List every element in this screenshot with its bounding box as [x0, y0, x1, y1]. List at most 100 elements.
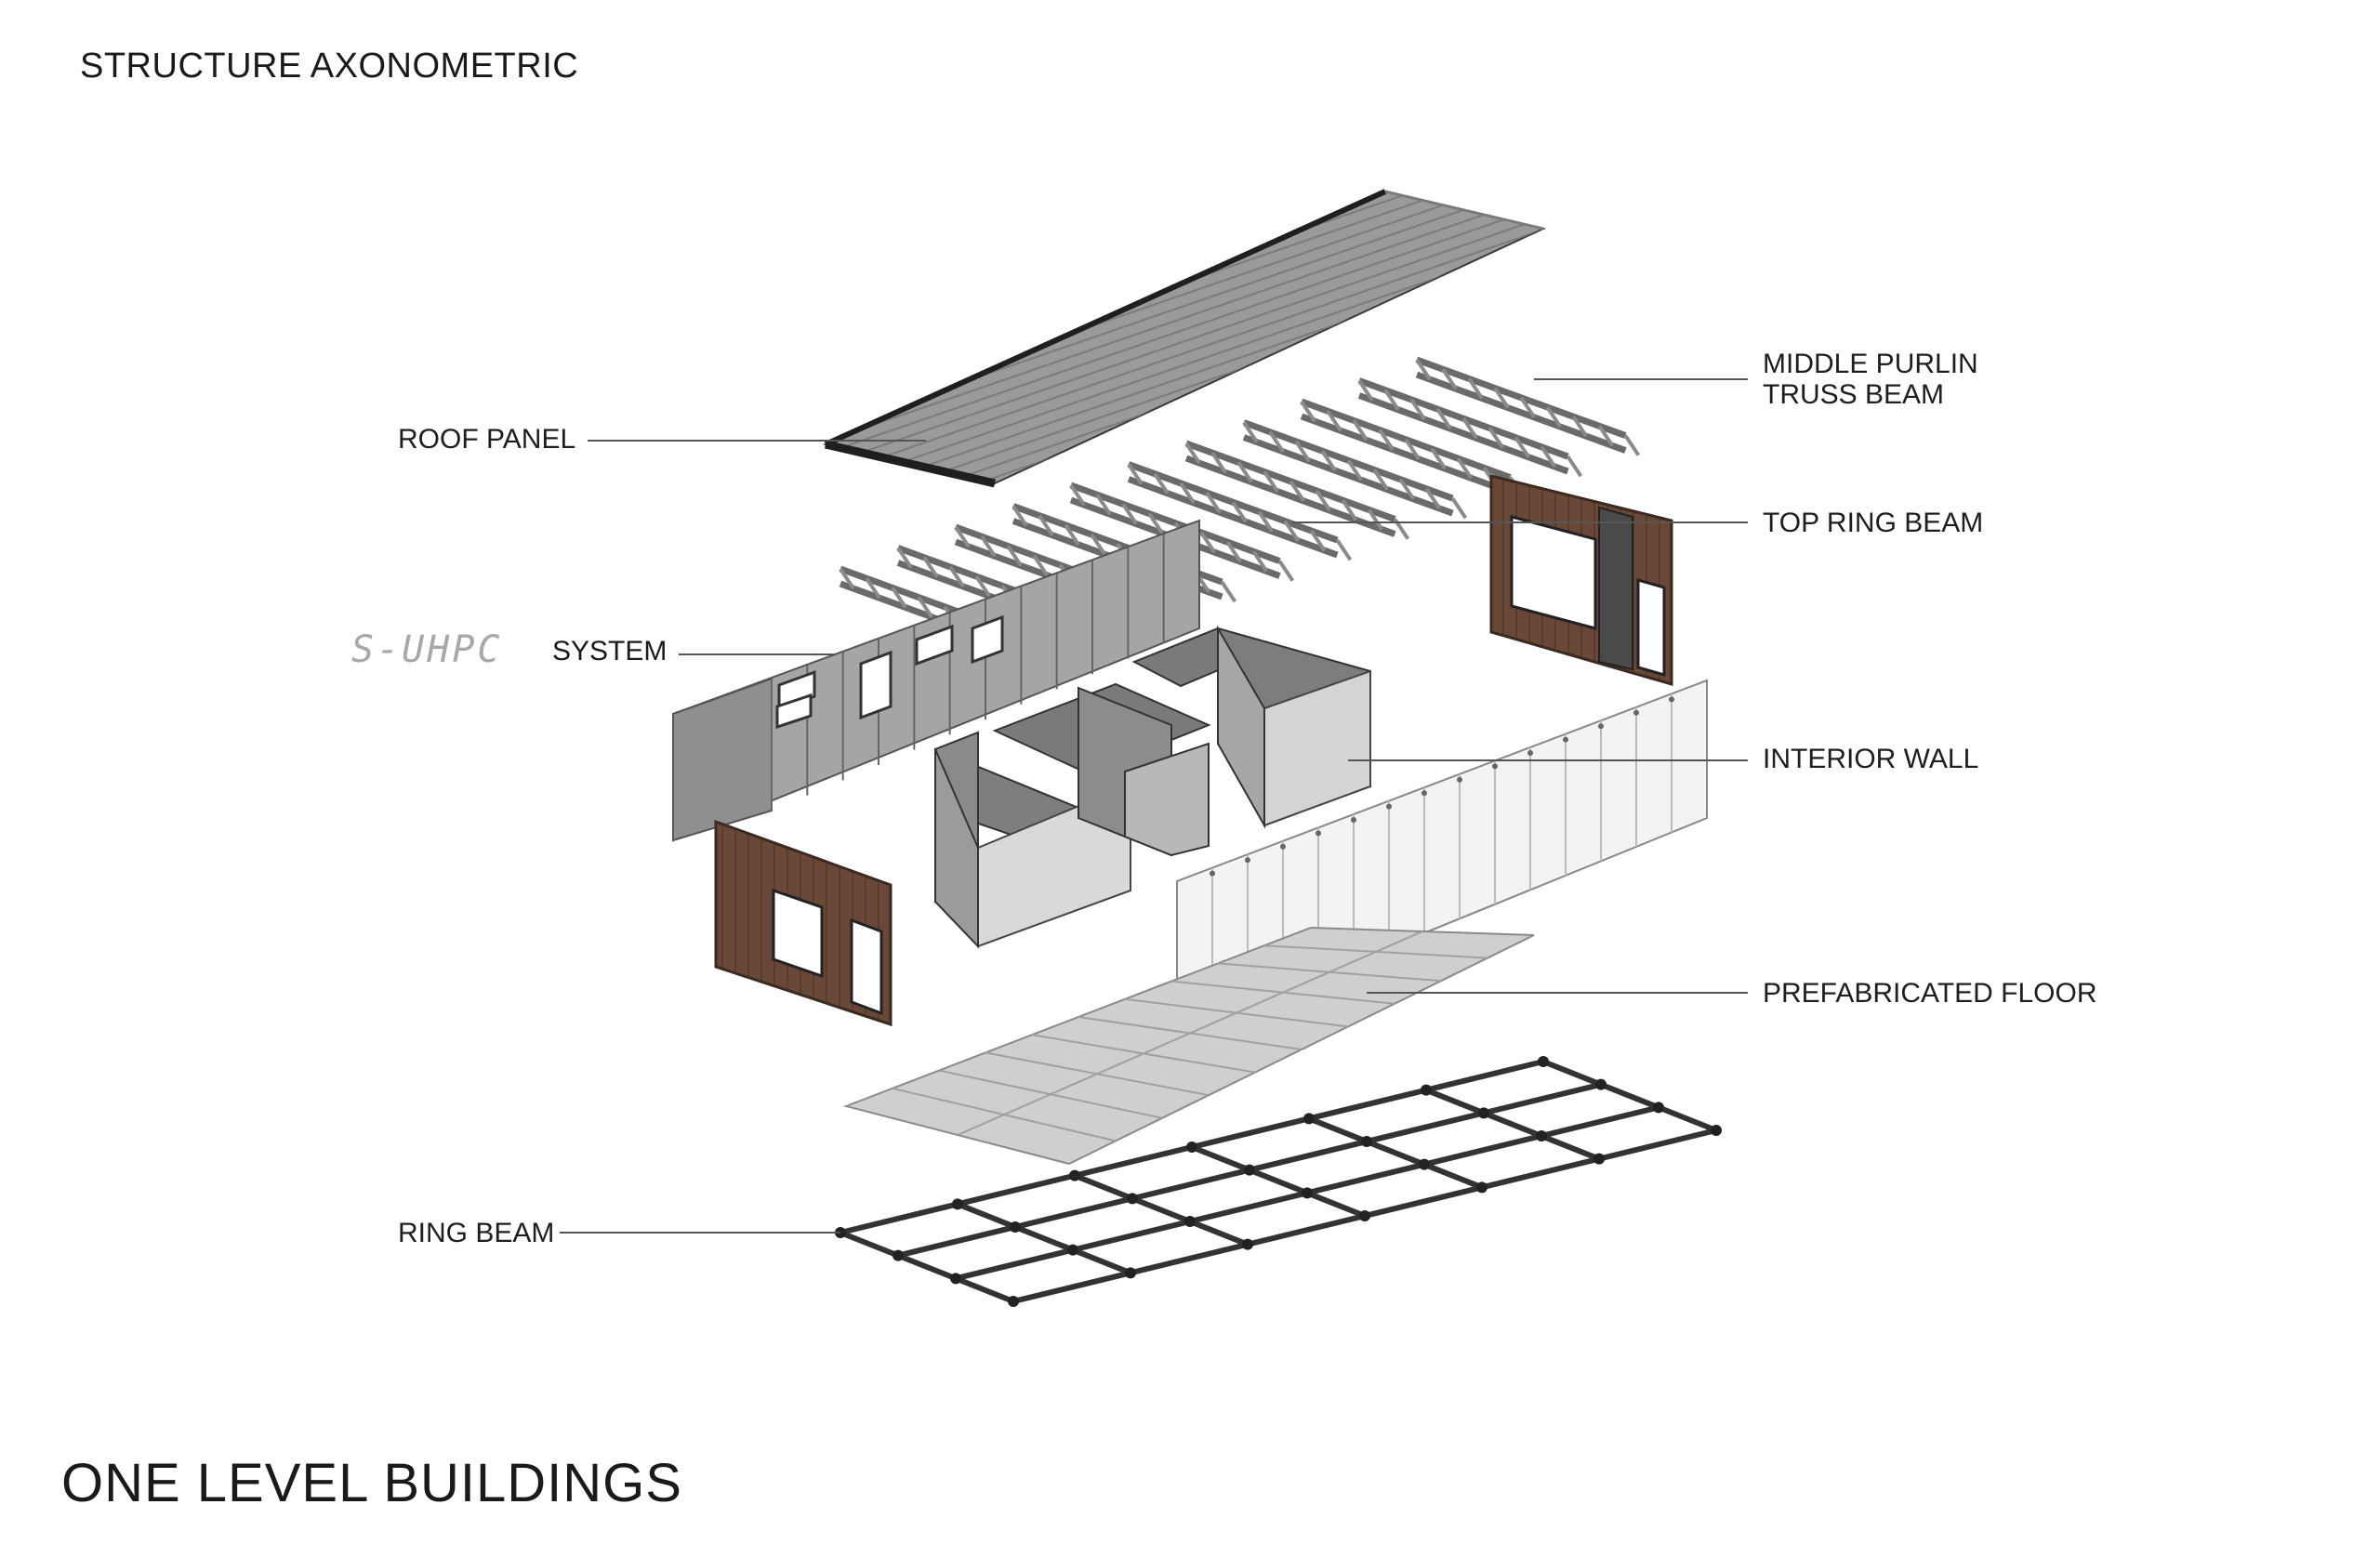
truss-web [1367, 508, 1384, 531]
window-opening [859, 650, 892, 720]
truss-web [1514, 436, 1530, 458]
truss-web [1320, 449, 1337, 472]
wall-connector [1598, 723, 1604, 730]
ring-beam-joint [1419, 1158, 1430, 1170]
truss-web [1571, 416, 1588, 438]
interior-walls [934, 625, 1371, 949]
footer-title: ONE LEVEL BUILDINGS [61, 1453, 682, 1513]
truss-web [1006, 545, 1023, 567]
truss-web [1231, 501, 1248, 523]
truss-web [1540, 445, 1557, 468]
truss-web [1095, 494, 1112, 516]
truss-web [1225, 541, 1242, 563]
truss-web [1294, 440, 1311, 463]
wall-connector [1210, 870, 1215, 877]
truss-web [1283, 520, 1300, 542]
prefabricated-floor [842, 926, 1535, 1166]
truss-web [1242, 421, 1259, 443]
truss-web [1315, 489, 1331, 512]
ring-beam-member [1541, 1059, 1718, 1133]
truss-web [1090, 533, 1106, 556]
ring-beam-joint [952, 1198, 963, 1210]
ring-beam-joint [1476, 1181, 1488, 1194]
truss-web [1251, 550, 1269, 573]
truss-web [1461, 417, 1478, 440]
truss-web [922, 556, 939, 578]
truss-web [1409, 398, 1426, 421]
truss-web [1430, 447, 1447, 470]
truss-web [1545, 405, 1562, 429]
truss-web [1383, 389, 1400, 411]
ring-beam-member [1190, 1144, 1367, 1219]
truss-web [1441, 368, 1458, 390]
ring-beam-joint [1593, 1153, 1605, 1165]
truss-web [1064, 523, 1080, 547]
label-ring-beam: RING BEAM [398, 1218, 555, 1248]
label-interior-wall: INTERIOR WALL [1763, 744, 1979, 774]
truss-web [1424, 487, 1442, 510]
leader-lines [560, 378, 1748, 1234]
truss-bottom-chord [1242, 434, 1454, 517]
ring-beam-member [1073, 1172, 1250, 1247]
label-roof-panel: ROOF PANEL [398, 424, 576, 455]
wall-connector [1351, 817, 1356, 823]
truss-web [1309, 529, 1327, 552]
truss-web [1147, 512, 1164, 534]
truss-web [1493, 387, 1510, 409]
truss-web [1519, 396, 1536, 419]
truss-web [1467, 377, 1484, 400]
truss-web [1032, 554, 1049, 576]
label-middle-purlin-line2: TRUSS BEAM [1763, 379, 1945, 410]
label-middle-purlin-line1: MIDDLE PURLIN [1763, 349, 1978, 379]
wood-end-wall-back [1489, 474, 1673, 686]
wall-connector [1669, 696, 1674, 703]
wood-end-wall-front [714, 819, 892, 1027]
truss-web [1220, 580, 1237, 603]
watermark-logo: S-UHPC [351, 628, 503, 671]
truss-web [1357, 379, 1374, 402]
ring-beam-joint [1359, 1210, 1370, 1221]
page-title: STRUCTURE AXONOMETRIC [80, 46, 579, 86]
ring-beam-joint [1711, 1125, 1722, 1136]
ring-beam-joint [1595, 1078, 1606, 1090]
window-opening [971, 614, 1004, 665]
window-opening [775, 693, 813, 730]
wall-connector [1563, 736, 1568, 743]
ring-beam-joint [1538, 1056, 1549, 1067]
ring-beam-member [1307, 1115, 1484, 1191]
truss-web [1346, 459, 1363, 482]
truss-web [1153, 472, 1170, 495]
window-opening [915, 624, 954, 666]
label-prefabricated-floor: PREFABRICATED FLOOR [1763, 978, 2097, 1009]
ring-beam-grid [835, 1056, 1722, 1307]
truss-web [1378, 429, 1395, 451]
truss-web [1404, 438, 1421, 461]
exterior-wall-system [672, 519, 1200, 842]
truss-web [1415, 358, 1432, 381]
wall-connector [1386, 803, 1392, 810]
truss-web [1038, 514, 1054, 536]
truss-web [896, 547, 913, 569]
truss-web [891, 587, 907, 609]
truss-bottom-chord [1357, 392, 1569, 475]
wall-connector [1316, 830, 1321, 837]
truss-web [1205, 491, 1222, 514]
truss-web [1341, 499, 1357, 521]
wall-connector [1633, 709, 1639, 716]
truss-beam [1357, 377, 1583, 478]
white-wall-seams [1210, 693, 1674, 1020]
truss-web [1597, 425, 1615, 447]
floor-panel-seams [892, 930, 1488, 1142]
truss-web [1623, 434, 1641, 456]
truss-web [948, 565, 965, 588]
ring-beam-joint [1244, 1164, 1255, 1176]
truss-web [1210, 452, 1227, 474]
ring-beam-joint [892, 1249, 904, 1261]
wall-connector [1280, 843, 1286, 850]
wall-connector [1492, 763, 1498, 770]
wall-connector [1245, 857, 1250, 864]
truss-web [1300, 400, 1316, 423]
ring-beam-joint [1303, 1113, 1315, 1125]
ring-beam-joint [1242, 1238, 1253, 1250]
